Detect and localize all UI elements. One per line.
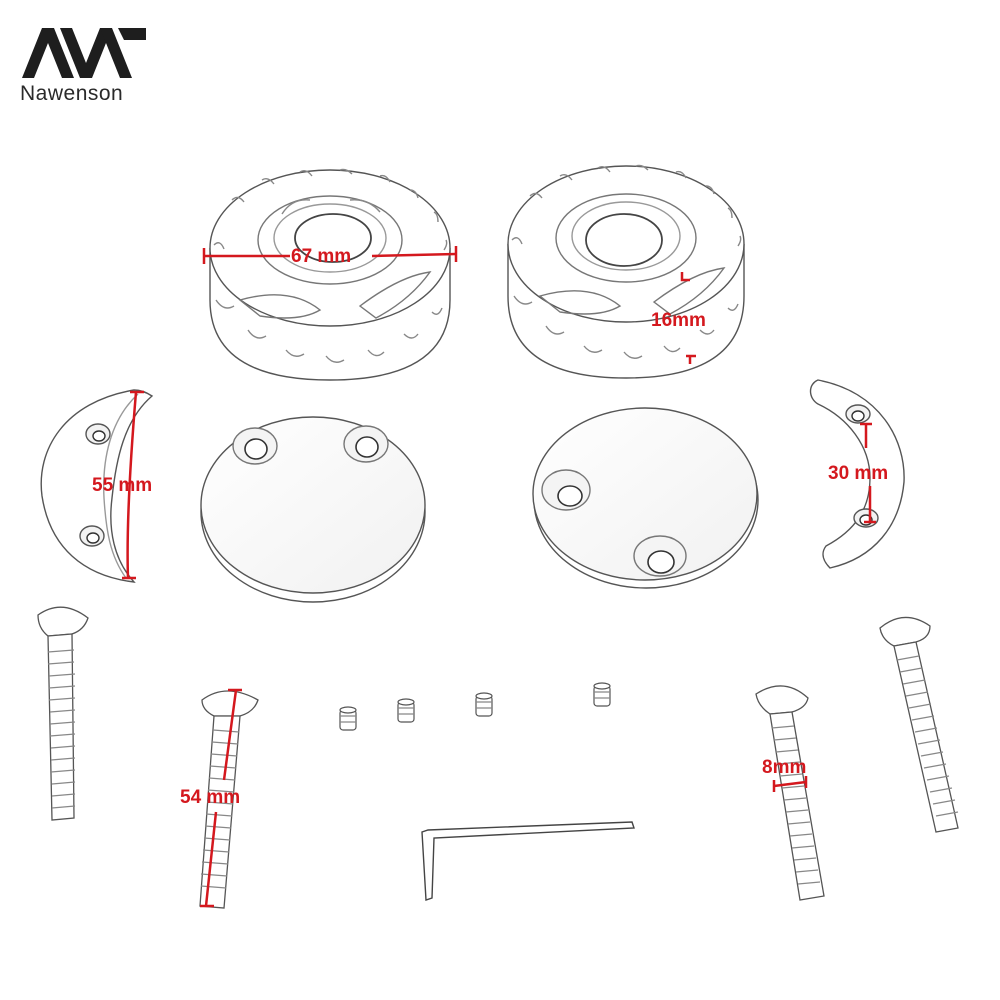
- bolt-diameter-label: 8mm: [762, 757, 807, 778]
- base-plate-left: [200, 416, 426, 603]
- cap-height-marker-bottom: [686, 354, 696, 364]
- bolt-diameter-line: [773, 780, 807, 788]
- cap-diameter-label: 67 mm: [291, 246, 352, 267]
- long-bolt-right: [755, 685, 825, 901]
- long-bolt-far-left: [37, 606, 89, 821]
- spacer-left-length-label: 55 mm: [92, 475, 153, 496]
- set-screw: [397, 698, 415, 723]
- knurled-cap-left: [209, 168, 451, 381]
- spacer-right-length-label: 30 mm: [828, 463, 889, 484]
- spacer-left-line: [126, 391, 138, 579]
- hex-key: [421, 821, 635, 901]
- cap-height-label: 16mm: [651, 310, 706, 331]
- spacer-right-line: [864, 424, 872, 522]
- cap-height-marker-top: [680, 272, 690, 282]
- set-screw: [593, 682, 611, 707]
- cap-diameter-line: [204, 252, 457, 258]
- long-bolt-far-right: [879, 616, 959, 833]
- nawenson-logo-icon: [22, 28, 146, 78]
- bolt-length-line: [204, 689, 238, 907]
- knurled-cap-right: [507, 164, 745, 379]
- set-screw: [475, 692, 493, 717]
- set-screw: [339, 706, 357, 731]
- bolt-length-label: 54 mm: [180, 787, 241, 808]
- brand-name: Nawenson: [20, 82, 124, 105]
- dimension-lines: [122, 246, 876, 908]
- base-plate-right: [532, 407, 759, 589]
